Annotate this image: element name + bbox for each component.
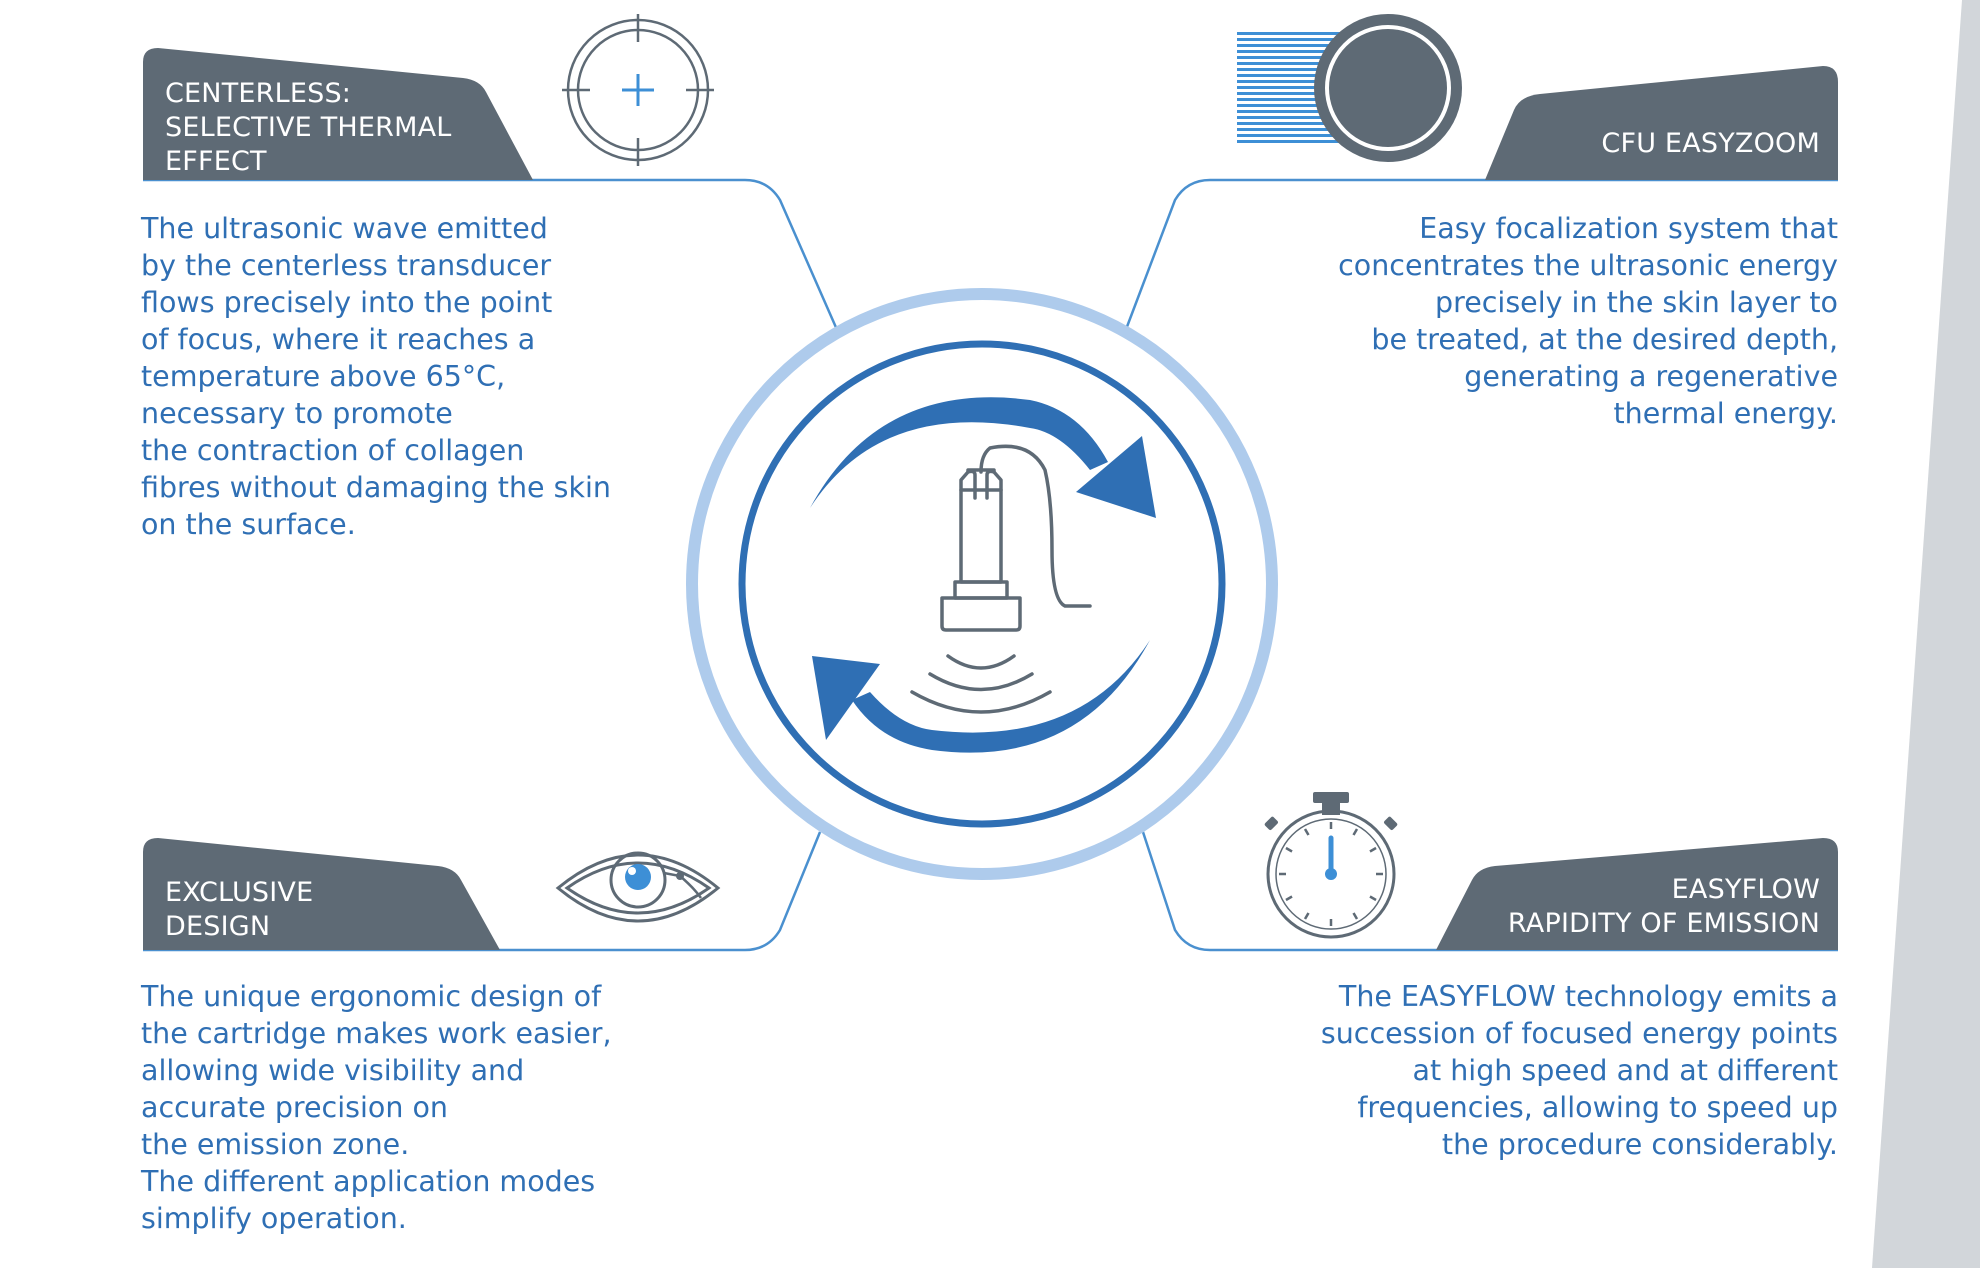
- zoom-bar: [1237, 38, 1357, 41]
- zoom-bar: [1237, 80, 1357, 83]
- zoom-bar: [1237, 134, 1357, 137]
- header-tab-easyflow: [1436, 838, 1838, 950]
- header-tab-centerless: [143, 48, 533, 180]
- watch-tick: [1352, 828, 1359, 836]
- side-panel: [1872, 0, 1980, 1268]
- section-text-easyflow: The EASYFLOW technology emits a successi…: [1320, 980, 1838, 1161]
- zoom-bar: [1237, 140, 1357, 143]
- ultrasound-probe-icon: [910, 444, 1092, 714]
- outer-ring: [686, 288, 1278, 880]
- zoom-bar: [1237, 86, 1357, 89]
- watch-tick: [1303, 912, 1310, 920]
- zoom-lens-icon: [1237, 14, 1462, 162]
- inner-ring: [738, 340, 1226, 828]
- zoom-bar: [1237, 122, 1357, 125]
- header-tab-easyzoom: [1485, 66, 1838, 180]
- crosshair-icon: [562, 14, 714, 166]
- section-title-easyzoom: CFU EASYZOOM: [1601, 128, 1820, 159]
- section-text-design: The unique ergonomic design of the cartr…: [141, 980, 612, 1235]
- watch-tick: [1303, 828, 1310, 836]
- header-tab-design: [143, 838, 500, 950]
- zoom-bar: [1237, 98, 1357, 101]
- watch-tick: [1285, 846, 1293, 853]
- zoom-bar: [1237, 128, 1357, 131]
- zoom-bar: [1237, 74, 1357, 77]
- zoom-bar: [1237, 56, 1357, 59]
- zoom-bar: [1237, 44, 1357, 47]
- zoom-bar: [1237, 68, 1357, 71]
- cycle-arrows: [810, 397, 1156, 753]
- zoom-bar: [1237, 32, 1357, 35]
- zoom-bar: [1237, 116, 1357, 119]
- section-title-centerless: CENTERLESS: SELECTIVE THERMAL EFFECT: [165, 78, 452, 177]
- section-title-easyflow: EASYFLOW RAPIDITY OF EMISSION: [1507, 874, 1820, 939]
- watch-tick: [1369, 895, 1377, 902]
- connector-lines: [143, 178, 1838, 952]
- watch-tick: [1352, 912, 1359, 920]
- zoom-bar: [1237, 92, 1357, 95]
- zoom-bar: [1237, 110, 1357, 113]
- watch-tick: [1285, 895, 1293, 902]
- zoom-bar: [1237, 50, 1357, 53]
- zoom-bar: [1237, 62, 1357, 65]
- section-text-centerless: The ultrasonic wave emitted by the cente…: [141, 212, 611, 541]
- section-text-easyzoom: Easy focalization system that concentrat…: [1338, 212, 1838, 430]
- watch-tick: [1369, 846, 1377, 853]
- stopwatch-icon: [1264, 792, 1398, 939]
- section-title-design: EXCLUSIVE DESIGN: [165, 877, 314, 942]
- eye-icon: [555, 851, 721, 923]
- zoom-bar: [1237, 104, 1357, 107]
